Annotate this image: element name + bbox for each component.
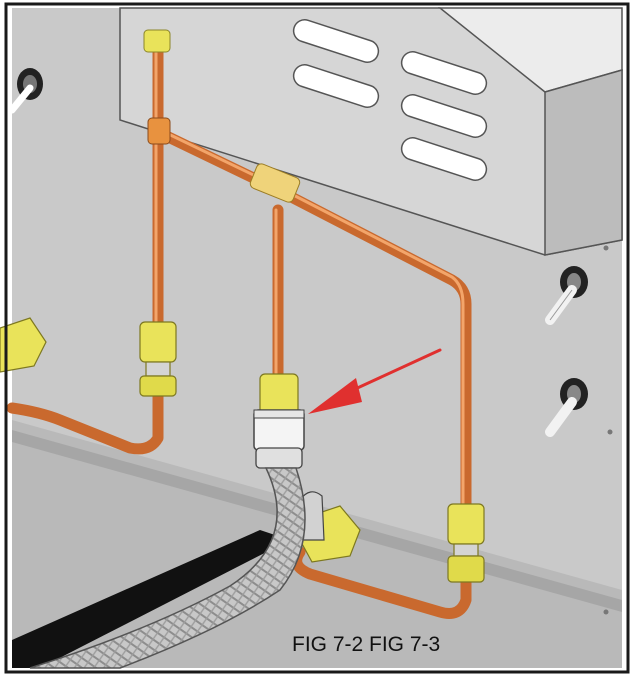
toggle-knob-lower-icon (545, 378, 588, 437)
housing-side (544, 69, 623, 256)
brass-nut-fitting-icon (0, 317, 47, 373)
left-grommet (8, 68, 43, 114)
figure-frame (4, 2, 630, 674)
toggle-knob-upper-icon (545, 266, 588, 325)
figure-caption: FIG 7-2 FIG 7-3 (292, 633, 441, 656)
louver-vents (292, 19, 488, 181)
brass-nut-fitting-icon (139, 321, 177, 397)
tee-fittings (143, 29, 301, 203)
red-arrow-indicator-icon (308, 348, 442, 414)
brass-fittings (0, 317, 485, 583)
brass-nut-fitting-icon (259, 373, 299, 415)
base-strip (12, 530, 290, 668)
highlighted-quick-disconnect (253, 409, 305, 469)
braided-hose (29, 467, 306, 669)
brass-nut-fitting-icon (447, 503, 485, 583)
panel-screws (603, 245, 613, 615)
